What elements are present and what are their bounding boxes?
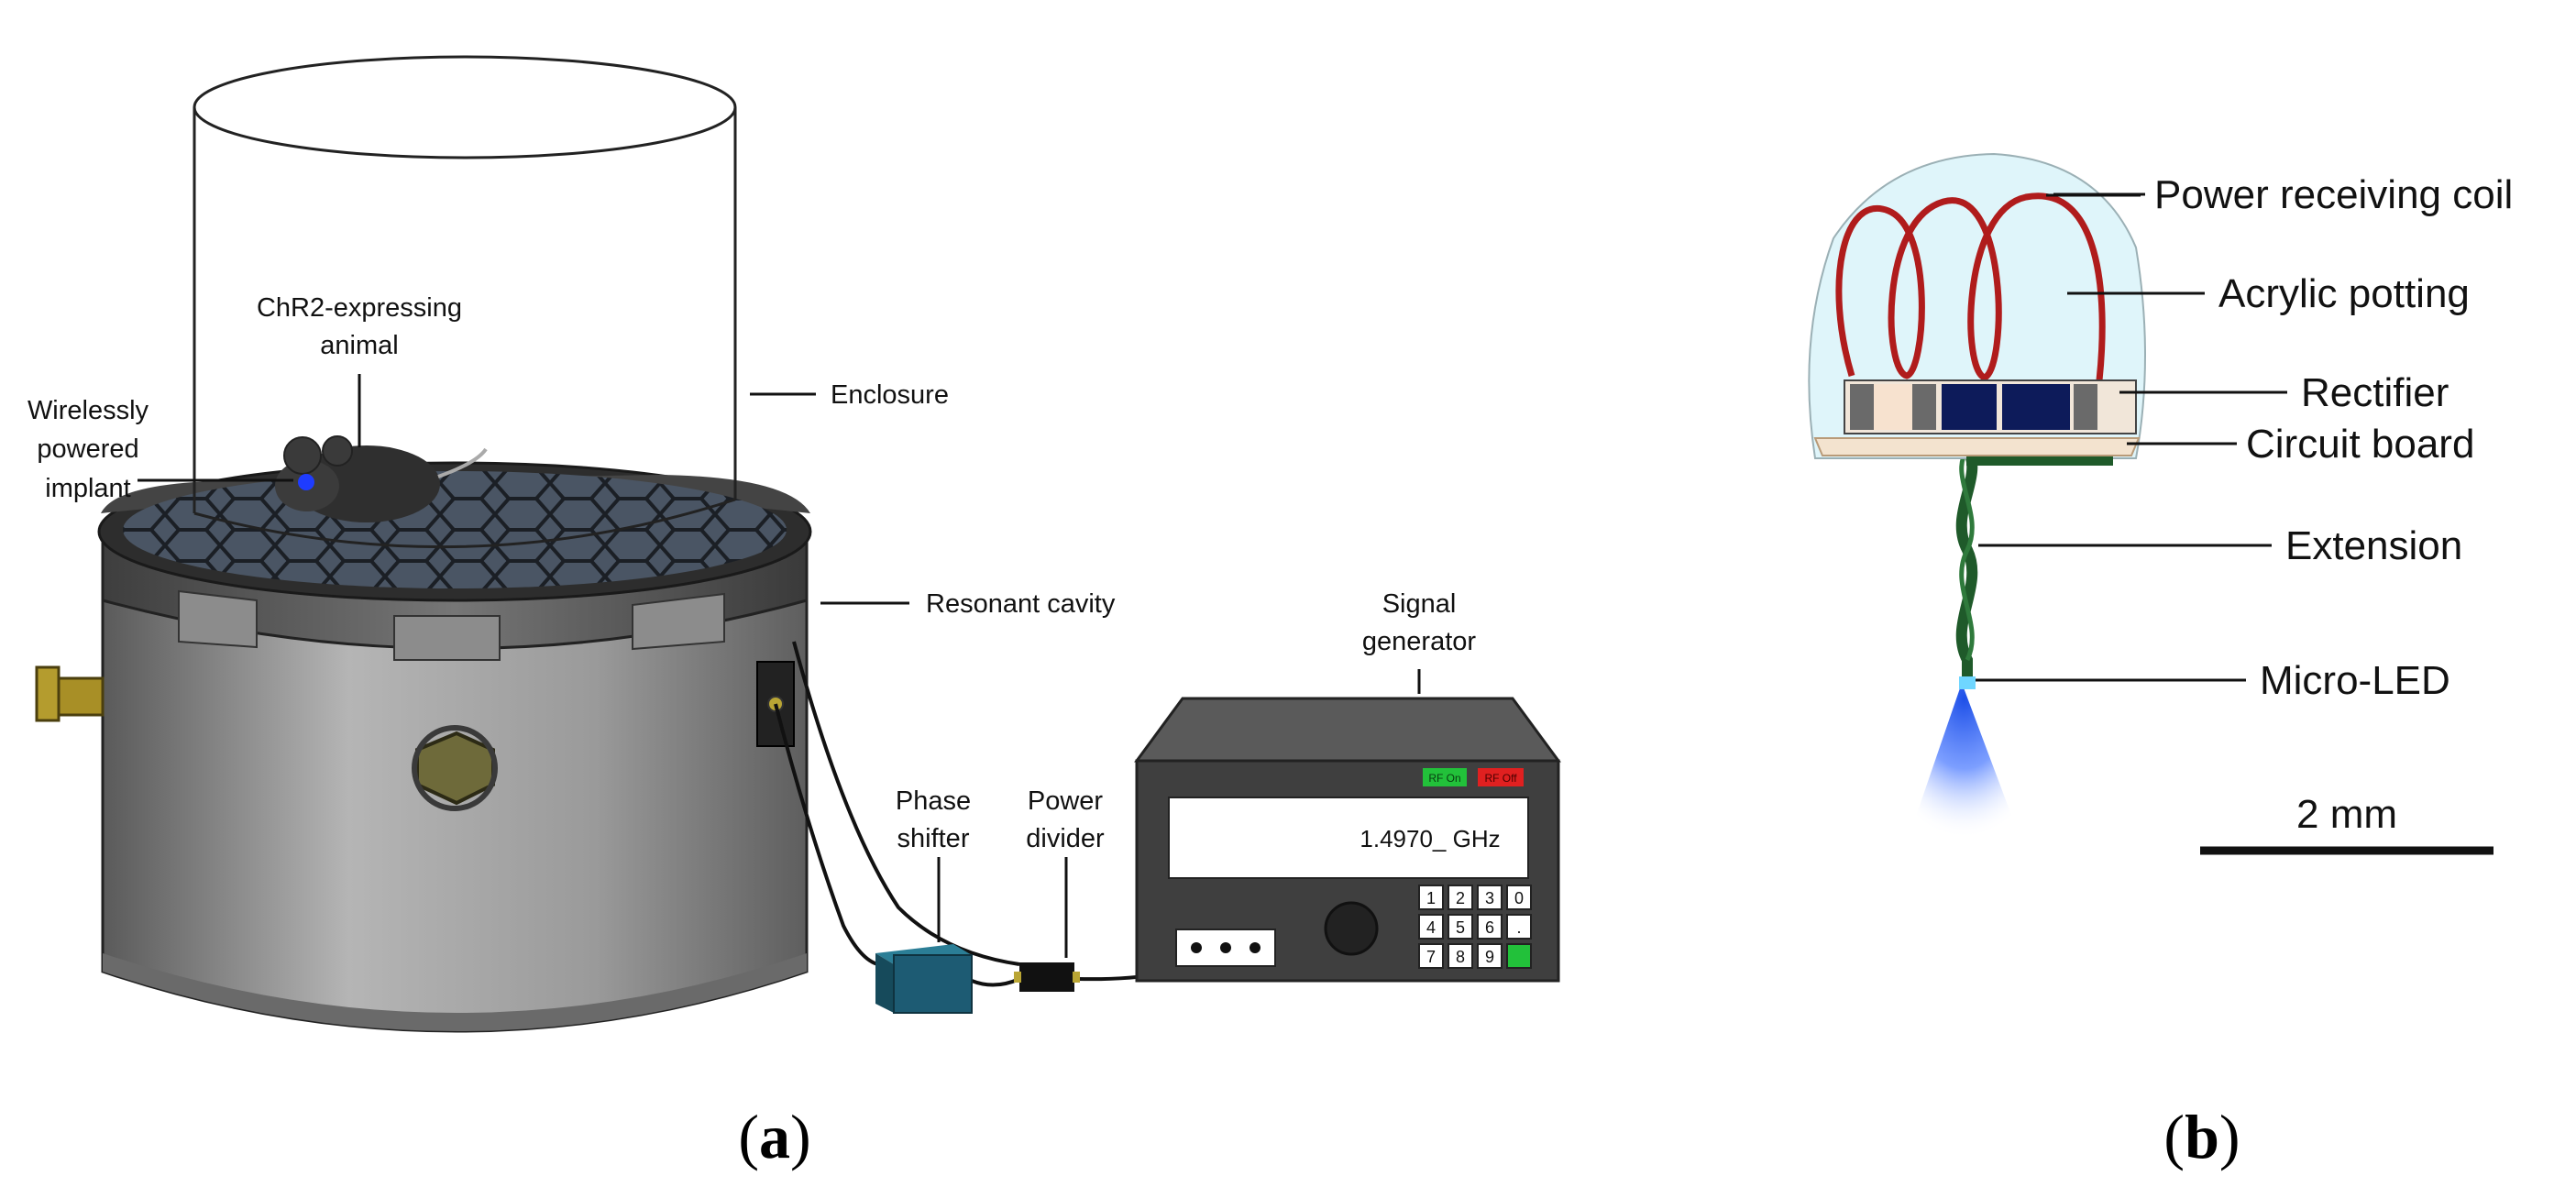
panel-a-label: (a)	[738, 1102, 810, 1171]
rf-on-indicator	[1423, 768, 1467, 786]
keypad-key-label: 7	[1426, 948, 1436, 966]
rectifier	[1844, 379, 2137, 434]
circuit-board-label: Circuit board	[2246, 422, 2474, 467]
phase-shifter-label-line1: Phase	[896, 786, 971, 816]
coil-label: Power receiving coil	[2154, 172, 2513, 217]
implant-label-line3: implant	[45, 474, 131, 503]
rf-off-label: RF Off	[1484, 772, 1517, 785]
keypad-key-label: 4	[1426, 918, 1436, 937]
rf-on-label: RF On	[1428, 772, 1460, 785]
resonant-cavity-label: Resonant cavity	[926, 589, 1116, 619]
scale-bar-label: 2 mm	[2296, 792, 2397, 837]
enclosure	[193, 55, 737, 549]
led-light-cone	[1911, 683, 2017, 839]
rf-off-indicator	[1478, 768, 1524, 786]
signal-generator-label-line1: Signal	[1382, 589, 1457, 619]
enclosure-label: Enclosure	[831, 380, 949, 410]
keypad-key	[1418, 914, 1444, 940]
implant-label-line2: powered	[37, 434, 138, 464]
keypad-key-label: .	[1516, 918, 1521, 937]
power-divider-label-line2: divider	[1026, 824, 1105, 853]
keypad-key	[1448, 943, 1473, 969]
frequency-readout: 1.4970_ GHz	[1360, 825, 1500, 852]
cable-shifter-divider	[971, 977, 1020, 987]
panel-b: Power receiving coil Acrylic potting Rec…	[1808, 152, 2513, 1171]
keypad-key-label: 5	[1456, 918, 1465, 937]
keypad-key	[1506, 914, 1532, 940]
keypad-key-label: 9	[1485, 948, 1494, 966]
keypad-key	[1448, 914, 1473, 940]
keypad-key	[1477, 914, 1503, 940]
power-divider-label-line1: Power	[1028, 786, 1104, 816]
keypad-key-label: 3	[1485, 889, 1494, 907]
panel-a: RF On RF Off 1.4970_ GHz 1 2 3 0 4 5 6. 7 8 9 ChR…	[28, 55, 1561, 1171]
signal-generator: RF On RF Off 1.4970_ GHz 1 2 3 0 4 5 6. 7 8 9	[1134, 697, 1561, 983]
mouse-animal	[275, 435, 488, 522]
keypad-key	[1418, 885, 1444, 910]
keypad-key	[1448, 885, 1473, 910]
micro-led	[1959, 676, 1976, 689]
keypad-key	[1477, 943, 1503, 969]
keypad: 1 2 3 0 4 5 6. 7 8 9	[1418, 885, 1532, 969]
tuning-knob	[1324, 901, 1379, 956]
animal-label-line1: ChR2-expressing	[257, 293, 462, 323]
keypad-key-label: 6	[1485, 918, 1494, 937]
keypad-key	[1506, 885, 1532, 910]
frequency-display	[1168, 797, 1529, 879]
extension-label: Extension	[2285, 523, 2462, 568]
phase-shifter	[875, 944, 973, 1014]
keypad-key	[1477, 885, 1503, 910]
signal-generator-label-line2: generator	[1362, 627, 1476, 656]
resonant-cavity	[35, 461, 812, 1033]
potting-label: Acrylic potting	[2218, 271, 2470, 316]
cable-to-power-divider	[792, 641, 1020, 966]
keypad-key-label: 0	[1514, 889, 1524, 907]
phase-shifter-label-line2: shifter	[897, 824, 970, 853]
keypad-key-label: 1	[1426, 889, 1436, 907]
implant-label-line1: Wirelessly	[28, 396, 149, 425]
panel-b-label: (b)	[2163, 1102, 2240, 1171]
animal-label-line2: animal	[320, 331, 398, 360]
circuit-board	[1813, 437, 2141, 456]
power-receiving-coil	[1835, 192, 2106, 381]
power-divider	[1014, 962, 1080, 992]
enter-key	[1506, 943, 1532, 969]
keypad-key	[1418, 943, 1444, 969]
keypad-key-label: 8	[1456, 948, 1465, 966]
cable-to-phase-shifter	[774, 703, 892, 968]
rectifier-label: Rectifier	[2301, 370, 2449, 415]
micro-led-label: Micro-LED	[2260, 658, 2450, 703]
keypad-key-label: 2	[1456, 889, 1465, 907]
